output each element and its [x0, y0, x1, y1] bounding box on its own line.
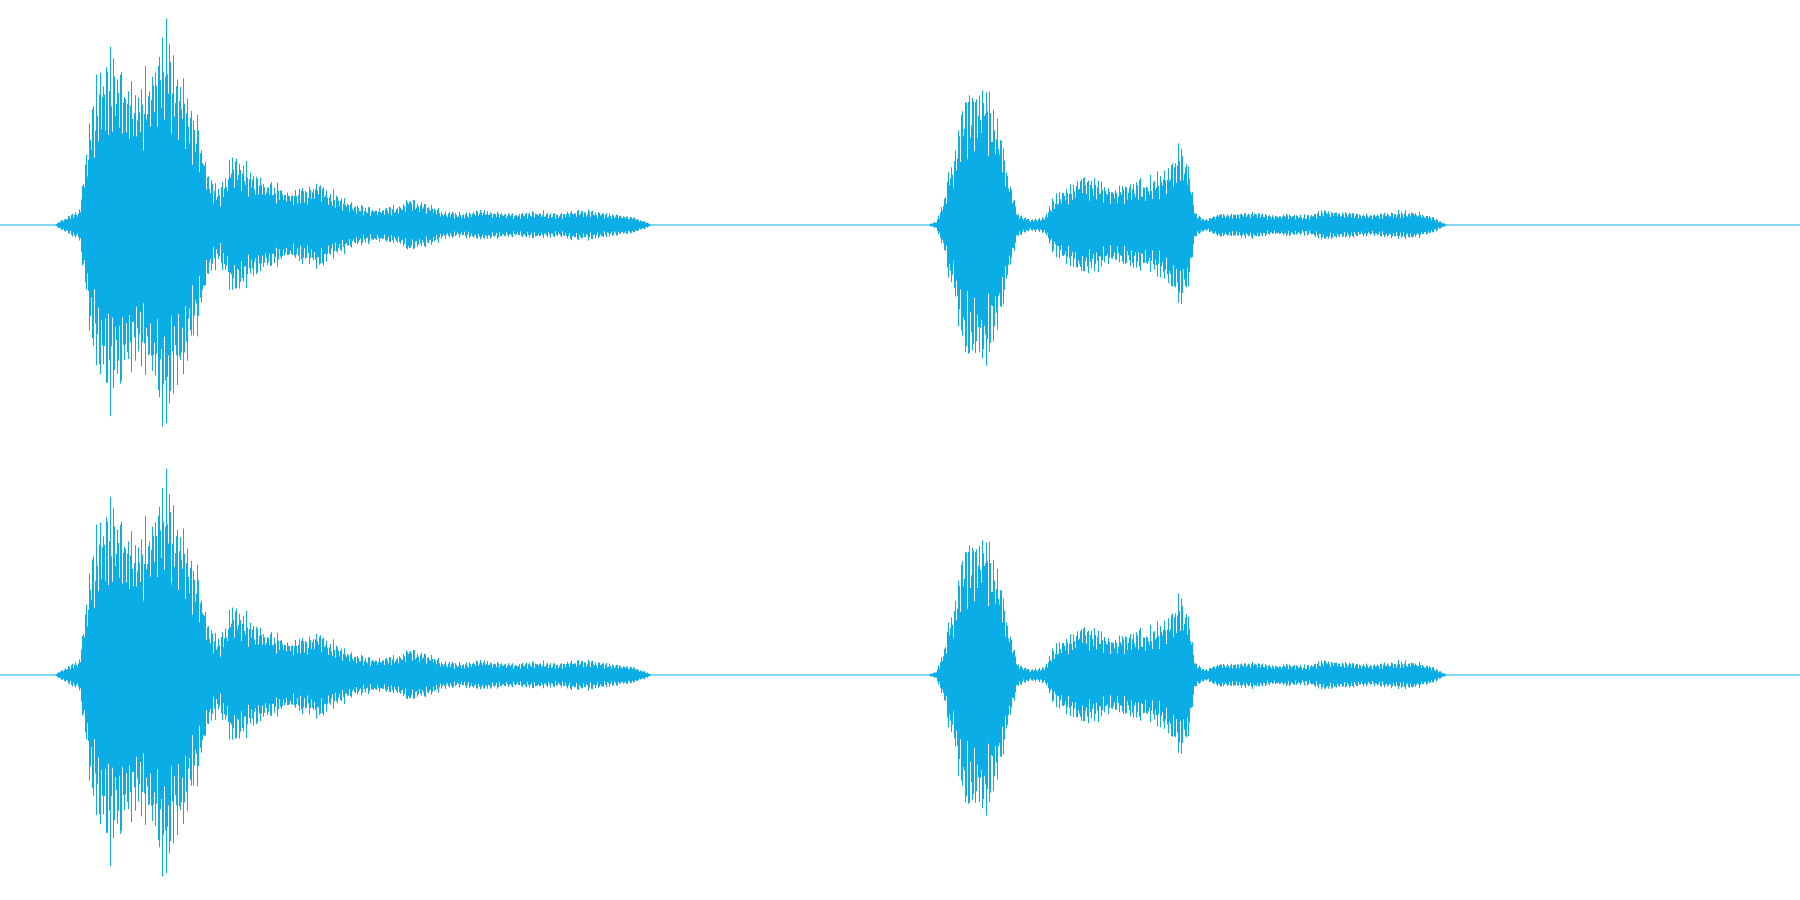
- channel-waveform-core: [55, 126, 1448, 324]
- channel-waveform-core: [55, 576, 1448, 774]
- channel-2-track[interactable]: [0, 468, 1800, 877]
- channel-1-track[interactable]: [0, 18, 1800, 427]
